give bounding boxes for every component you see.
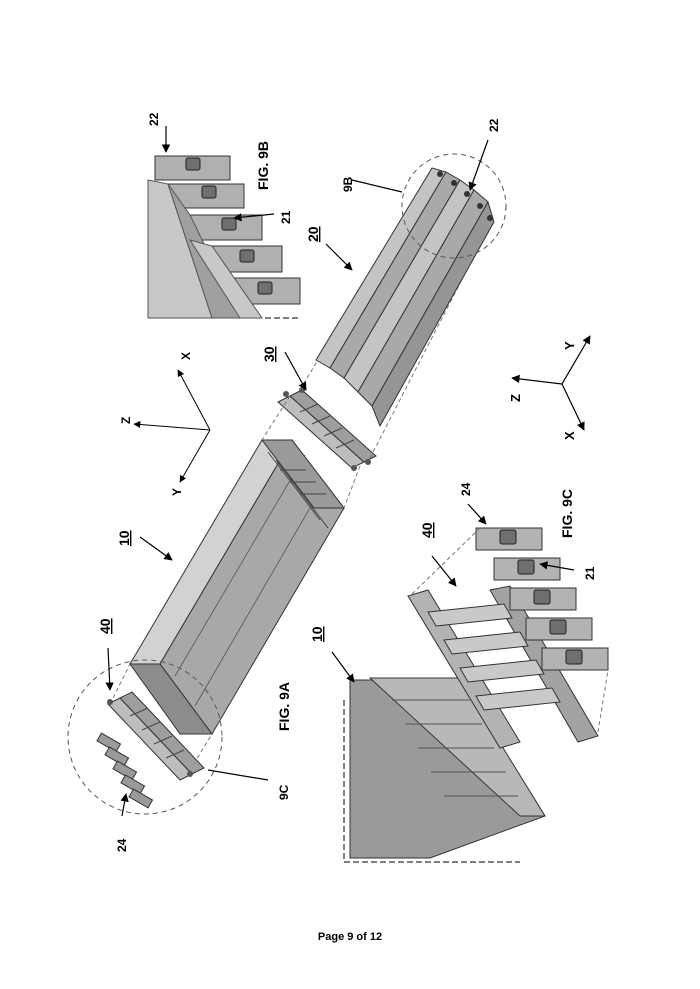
ref-21-9c: 21	[583, 566, 597, 580]
page-number: Page 9 of 12	[0, 931, 700, 943]
fig-9b-drawing	[148, 156, 300, 318]
ref-24-left: 24	[115, 838, 129, 852]
axis-y-upper: Y	[170, 488, 184, 496]
fig-9a-label: FIG. 9A	[276, 682, 292, 731]
ref-22-9b: 22	[147, 112, 161, 126]
housing-10	[130, 440, 344, 734]
coordinate-axes-upper	[134, 370, 210, 482]
ref-40-lower: 40	[419, 522, 435, 538]
ref-21-9b: 21	[279, 210, 293, 224]
axis-z-upper: Z	[119, 417, 133, 424]
fig-9c-label: FIG. 9C	[559, 489, 575, 538]
fig-9b-label: FIG. 9B	[255, 141, 271, 190]
axis-x-lower: X	[562, 431, 577, 440]
ref-22-stack: 22	[487, 118, 501, 132]
axis-y-lower: Y	[562, 341, 577, 350]
detail-9c-ref: 9C	[277, 784, 291, 800]
ref-20: 20	[305, 226, 321, 242]
axis-z-lower: Z	[508, 394, 523, 402]
cell-stack-20	[316, 168, 494, 426]
detail-9b-ref: 9B	[341, 176, 355, 192]
ref-10-lower: 10	[309, 626, 325, 642]
ref-24-9c: 24	[459, 482, 473, 496]
terminal-plates-24-left	[97, 733, 153, 808]
ref-10-upper: 10	[116, 530, 132, 546]
ref-30: 30	[261, 346, 277, 362]
axis-x-upper: X	[179, 352, 193, 360]
ref-40-upper: 40	[97, 618, 113, 634]
coordinate-axes-lower	[512, 336, 590, 430]
